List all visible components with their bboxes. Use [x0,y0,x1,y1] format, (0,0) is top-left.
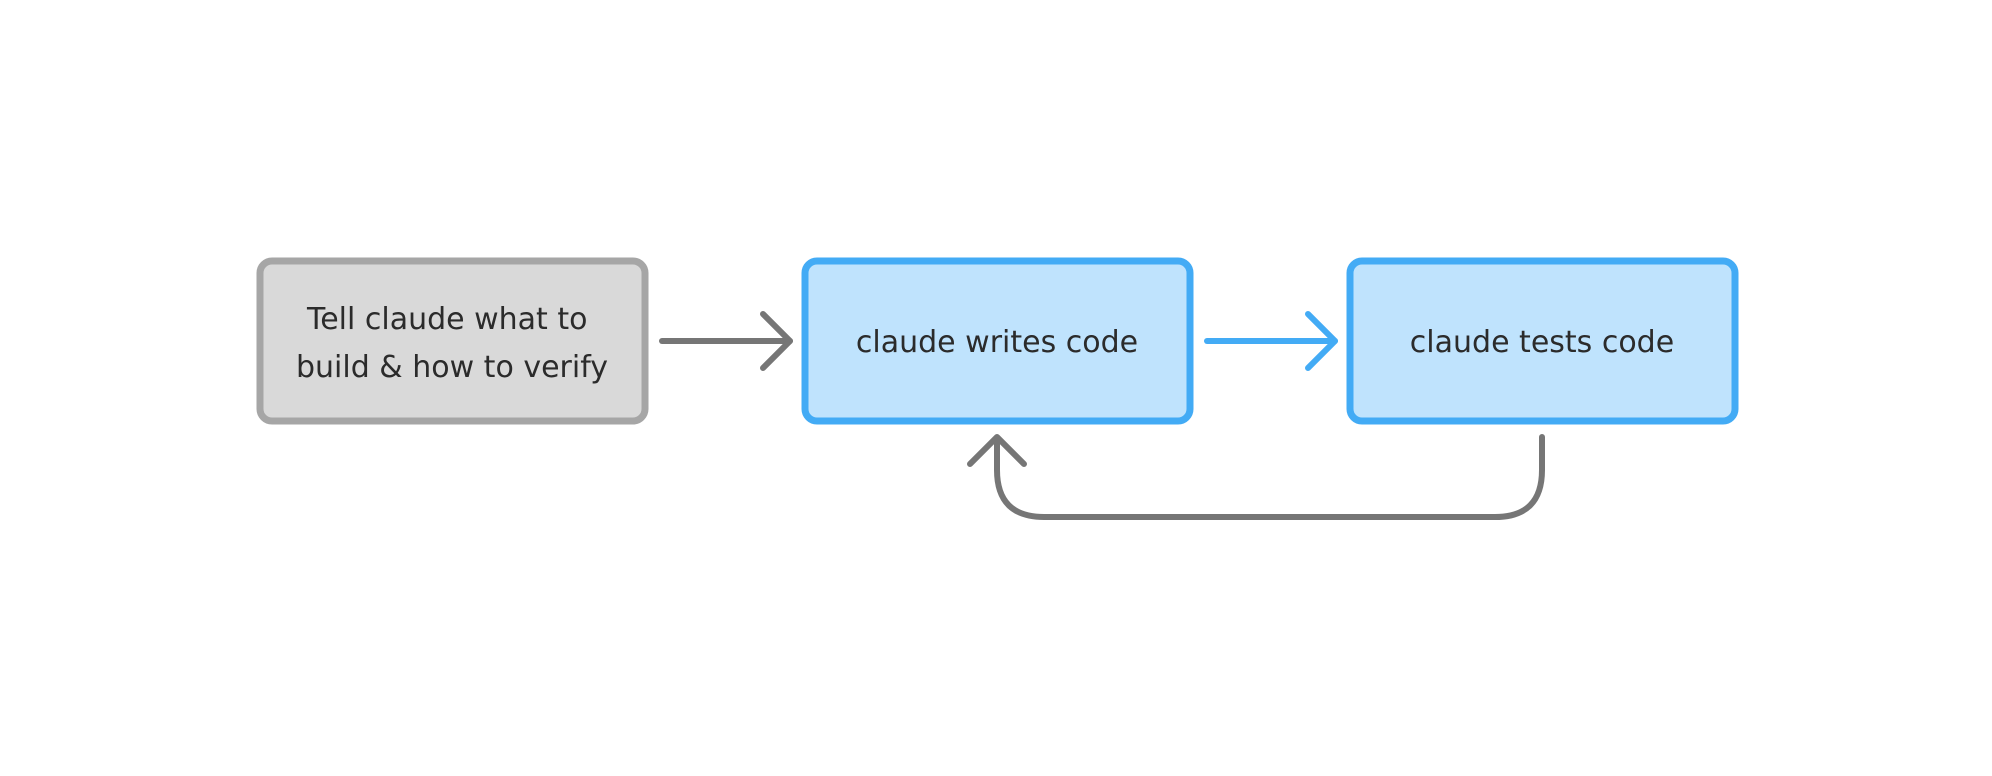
node-start-box [256,257,649,425]
edge-write-to-test [1204,311,1338,371]
edge-start-to-write [659,311,793,371]
node-write-label: claude writes code [856,325,1138,360]
node-test: claude tests code [1346,257,1739,425]
node-start: Tell claude what to build & how to verif… [256,257,649,425]
node-start-label-line-1: Tell claude what to [306,302,588,337]
edge-write-to-test-arrowhead [1305,311,1338,371]
node-start-label: Tell claude what to build & how to verif… [296,302,608,385]
node-write-box [801,257,1194,425]
node-write-label-line-1: claude writes code [856,325,1138,360]
node-test-label-line-1: claude tests code [1410,325,1674,360]
edge-test-to-write-line [994,434,1545,520]
node-start-label-line-2: build & how to verify [296,350,608,385]
edge-start-to-write-arrowhead [760,311,793,371]
edge-test-to-write-loop [967,434,1545,520]
edge-test-to-write-arrowhead [967,434,1027,467]
node-test-box [1346,257,1739,425]
node-write: claude writes code [801,257,1194,425]
node-test-label: claude tests code [1410,325,1674,360]
